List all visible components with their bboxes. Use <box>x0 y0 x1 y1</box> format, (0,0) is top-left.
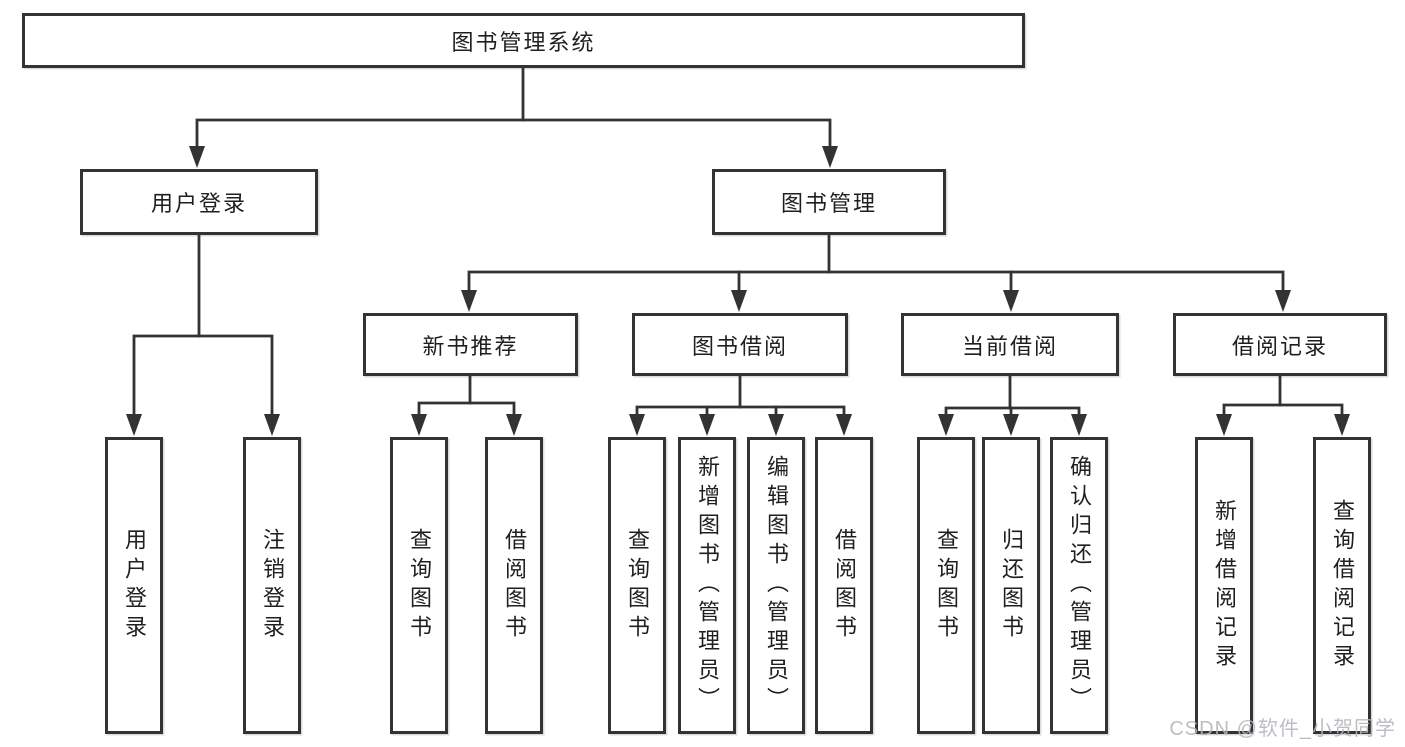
node-borrow-records: 借阅记录 <box>1173 313 1387 376</box>
leaf-label: 查询图书 <box>934 527 959 644</box>
leaf-label: 查询图书 <box>625 527 650 644</box>
leaf-query-books-borrow: 查询图书 <box>608 437 666 734</box>
arrowhead-icon <box>189 146 205 168</box>
arrowhead-icons <box>126 146 1350 436</box>
leaf-add-borrow-record: 新增借阅记录 <box>1195 437 1253 734</box>
leaf-add-books-admin: 新增图书（管理员） <box>678 437 736 734</box>
arrowhead-icon <box>836 414 852 436</box>
leaf-label: 借阅图书 <box>832 527 857 644</box>
arrowhead-icon <box>1003 290 1019 312</box>
node-current-borrow: 当前借阅 <box>901 313 1119 376</box>
arrowhead-icon <box>506 414 522 436</box>
leaf-confirm-return-admin: 确认归还（管理员） <box>1050 437 1108 734</box>
arrowhead-icon <box>264 414 280 436</box>
leaf-edit-books-admin: 编辑图书（管理员） <box>747 437 805 734</box>
arrowhead-icon <box>1275 290 1291 312</box>
arrowhead-icon <box>629 414 645 436</box>
leaf-user-login: 用户登录 <box>105 437 163 734</box>
arrowhead-icon <box>126 414 142 436</box>
node-borrow-records-label: 借阅记录 <box>1231 333 1328 359</box>
leaf-label: 新增借阅记录 <box>1212 498 1237 673</box>
node-book-borrow-label: 图书借阅 <box>691 333 788 359</box>
leaf-label: 编辑图书（管理员） <box>764 455 789 716</box>
watermark: CSDN @软件_小贺同学 <box>1169 718 1396 740</box>
leaf-query-books-recommend: 查询图书 <box>390 437 448 734</box>
leaf-borrow-books: 借阅图书 <box>815 437 873 734</box>
arrowhead-icon <box>768 414 784 436</box>
arrowhead-icon <box>1071 414 1087 436</box>
arrowhead-icon <box>731 290 747 312</box>
leaf-label: 查询借阅记录 <box>1330 498 1355 673</box>
leaf-label: 注销登录 <box>260 527 285 644</box>
node-user-login-label: 用户登录 <box>150 191 247 216</box>
arrowhead-icon <box>938 414 954 436</box>
node-new-book-recommend: 新书推荐 <box>363 313 578 376</box>
node-current-borrow-label: 当前借阅 <box>961 333 1058 359</box>
leaf-label: 用户登录 <box>122 527 147 644</box>
node-root-label: 图书管理系统 <box>451 29 596 55</box>
arrowhead-icon <box>461 290 477 312</box>
leaf-label: 查询图书 <box>407 527 432 644</box>
arrowhead-icon <box>1334 414 1350 436</box>
leaf-logout: 注销登录 <box>243 437 301 734</box>
leaf-query-books-current: 查询图书 <box>917 437 975 734</box>
node-book-management: 图书管理 <box>712 169 946 235</box>
node-book-management-label: 图书管理 <box>780 191 877 216</box>
leaf-label: 确认归还（管理员） <box>1067 455 1092 716</box>
arrowhead-icon <box>699 414 715 436</box>
leaf-borrow-books-recommend: 借阅图书 <box>485 437 543 734</box>
leaf-label: 借阅图书 <box>502 527 527 644</box>
leaf-query-borrow-record: 查询借阅记录 <box>1313 437 1371 734</box>
leaf-label: 新增图书（管理员） <box>695 455 720 716</box>
node-book-borrow: 图书借阅 <box>632 313 848 376</box>
arrowhead-icon <box>1003 414 1019 436</box>
arrowhead-icon <box>411 414 427 436</box>
leaf-return-books: 归还图书 <box>982 437 1040 734</box>
leaf-label: 归还图书 <box>999 527 1024 644</box>
node-root: 图书管理系统 <box>22 13 1025 68</box>
node-new-book-recommend-label: 新书推荐 <box>422 333 519 359</box>
node-user-login: 用户登录 <box>80 169 318 235</box>
arrowhead-icon <box>822 146 838 168</box>
arrowhead-icon <box>1216 414 1232 436</box>
